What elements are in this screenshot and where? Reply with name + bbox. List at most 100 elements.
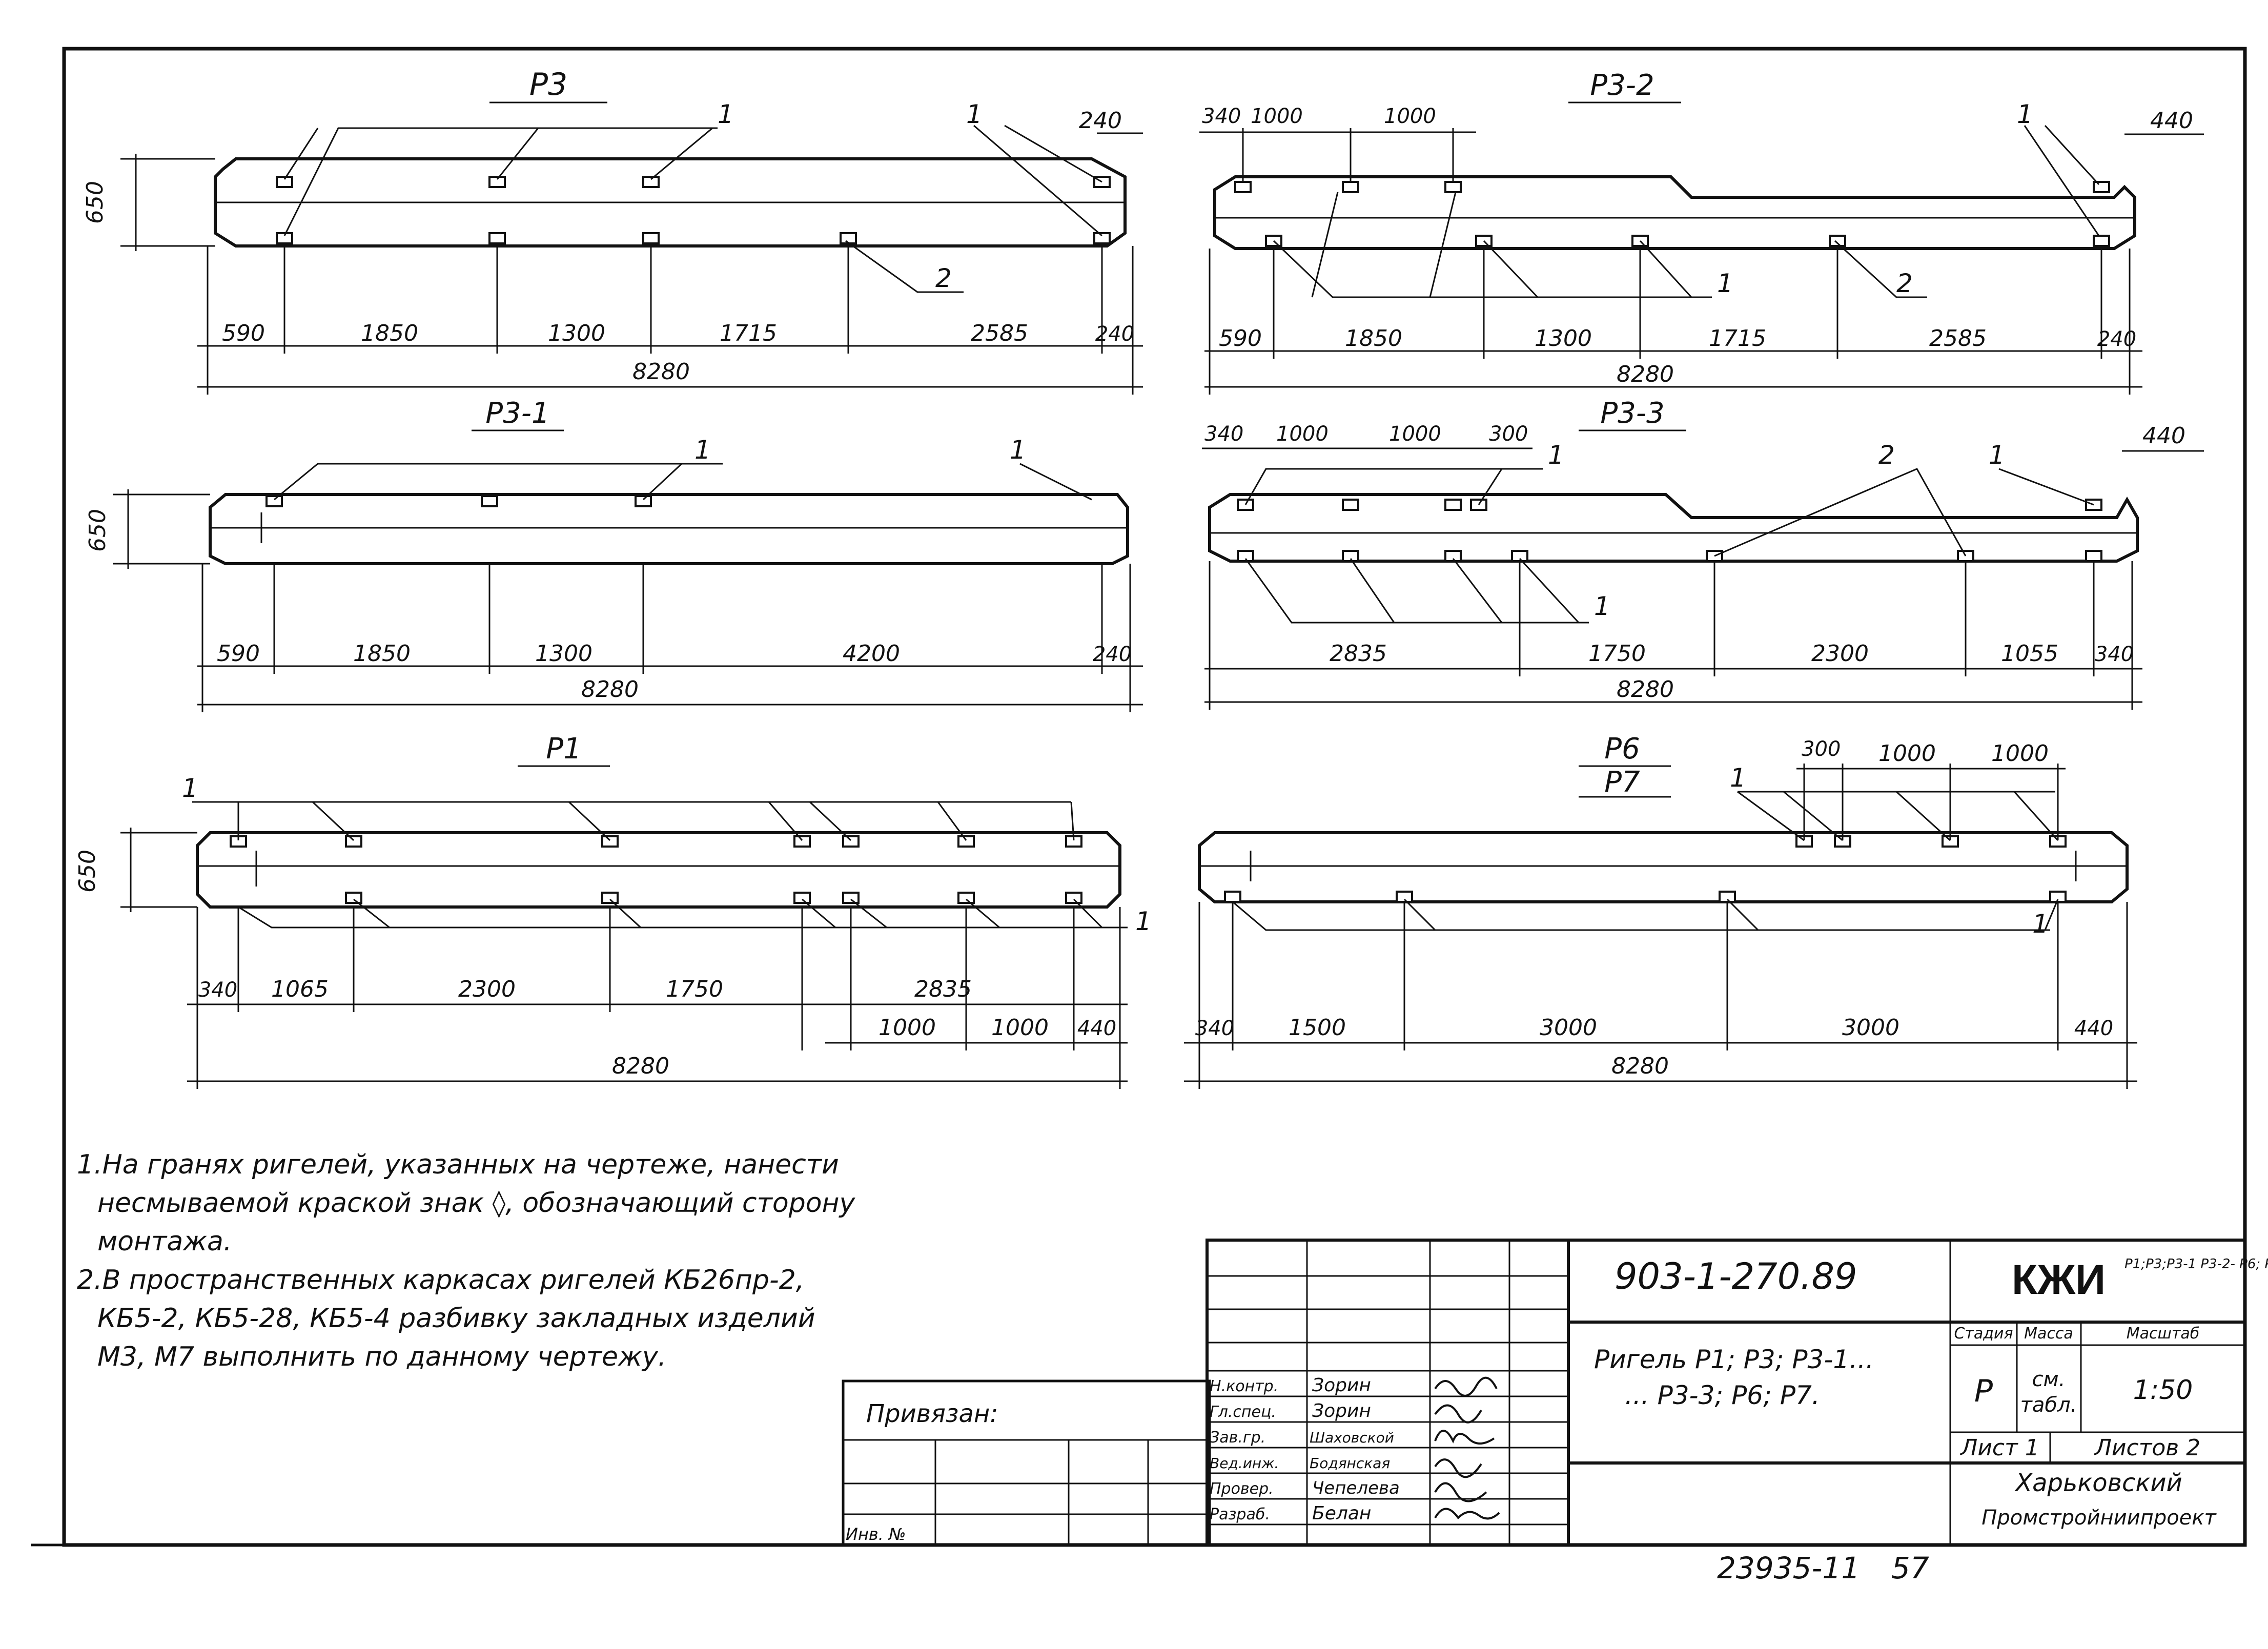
sign-role-5: Разраб. bbox=[1210, 1506, 1270, 1523]
sheets-label: Листов 2 bbox=[2094, 1435, 2200, 1461]
mass-value-2: табл. bbox=[2020, 1393, 2077, 1417]
sign-role-3: Вед.инж. bbox=[1210, 1455, 1279, 1472]
sign-name-0: Зорин bbox=[1312, 1375, 1371, 1396]
p1-sub-dim-2: 440 bbox=[1077, 1017, 1116, 1040]
p3-2-dim-5: 240 bbox=[2097, 327, 2136, 351]
p3-1-dim-0: 590 bbox=[217, 641, 260, 667]
archive-number: 23935-11 bbox=[1717, 1551, 1860, 1585]
note-line-6: М3, М7 выполнить по данному чертежу. bbox=[97, 1342, 666, 1372]
drawing-p3-1: Р3-1 1 1 650 590 1850 1300 4200 240 8280 bbox=[85, 397, 1143, 712]
p3-2-leader-2: 2 bbox=[1896, 269, 1913, 298]
p6-dim-4: 440 bbox=[2074, 1017, 2113, 1040]
p3-2-dim-0: 590 bbox=[1219, 325, 1262, 352]
description-line-2: ... Р3-3; Р6; Р7. bbox=[1625, 1380, 1820, 1410]
sign-role-2: Зав.гр. bbox=[1210, 1429, 1265, 1447]
p3-2-top-dim-2: 1000 bbox=[1384, 105, 1436, 128]
p1-height-dim: 650 bbox=[74, 850, 100, 893]
p3-2-leader-1a: 1 bbox=[1717, 269, 1733, 298]
sign-role-1: Гл.спец. bbox=[1210, 1403, 1276, 1421]
p3-3-top-right: 440 bbox=[2142, 423, 2185, 449]
sign-role-0: Н.контр. bbox=[1210, 1377, 1278, 1395]
inv-number-label: Инв. № bbox=[846, 1524, 906, 1544]
p3-dim-0: 590 bbox=[222, 320, 265, 346]
p3-3-leader-1a: 1 bbox=[1548, 440, 1564, 470]
p3-2-total: 8280 bbox=[1617, 361, 1674, 387]
p3-dim-2: 1300 bbox=[548, 320, 605, 346]
p7-title: Р7 bbox=[1604, 766, 1640, 799]
p1-plates-bottom bbox=[345, 892, 1082, 904]
p3-1-dim-4: 240 bbox=[1093, 643, 1132, 666]
p1-dim-2: 2300 bbox=[458, 976, 516, 1002]
p3-1-leader-1b: 1 bbox=[1010, 435, 1026, 465]
p1-dim-4: 2835 bbox=[914, 976, 972, 1002]
p3-leader-1b: 1 bbox=[966, 99, 983, 129]
p3-3-top-dim-2: 1000 bbox=[1389, 422, 1441, 446]
note-line-5: КБ5-2, КБ5-28, КБ5-4 разбивку закладных … bbox=[97, 1303, 815, 1334]
sign-name-1: Зорин bbox=[1312, 1400, 1371, 1421]
p3-3-dim-2: 2300 bbox=[1811, 641, 1869, 667]
p3-2-dim-3: 1715 bbox=[1709, 325, 1766, 352]
doc-number: 903-1-270.89 bbox=[1615, 1255, 1857, 1297]
p3-3-top-dim-3: 300 bbox=[1489, 422, 1528, 446]
organization-line-1: Харьковский bbox=[2014, 1469, 2182, 1497]
p3-3-dim-1: 1750 bbox=[1588, 641, 1646, 667]
p6-top-dim-0: 300 bbox=[1802, 737, 1841, 761]
p1-dim-1: 1065 bbox=[271, 976, 329, 1002]
p3-2-top-dim-1: 1000 bbox=[1251, 105, 1303, 128]
p6-dim-0: 340 bbox=[1195, 1017, 1234, 1040]
p3-dim-3: 1715 bbox=[720, 320, 777, 346]
p3-2-dim-4: 2585 bbox=[1929, 325, 1987, 352]
p3-2-title: Р3-2 bbox=[1590, 69, 1654, 102]
p1-title: Р1 bbox=[546, 732, 581, 766]
p3-1-total: 8280 bbox=[581, 676, 639, 703]
mass-header: Масса bbox=[2024, 1325, 2073, 1343]
drawing-p3-2: Р3-2 1 2 1 340 1000 1000 440 bbox=[1199, 69, 2204, 395]
p3-3-leader-2: 2 bbox=[1878, 440, 1895, 470]
note-line-1: 1.На гранях ригелей, указанных на чертеж… bbox=[77, 1149, 839, 1180]
p6-total: 8280 bbox=[1611, 1053, 1669, 1079]
p3-title: Р3 bbox=[529, 67, 567, 102]
p3-total: 8280 bbox=[632, 359, 690, 385]
sign-role-4: Провер. bbox=[1210, 1480, 1274, 1498]
p6-dim-3: 3000 bbox=[1842, 1015, 1899, 1041]
note-line-4: 2.В пространственных каркасах ригелей КБ… bbox=[77, 1265, 804, 1295]
p3-3-total: 8280 bbox=[1617, 676, 1674, 703]
note-line-3: монтажа. bbox=[97, 1226, 232, 1257]
sign-name-5: Белан bbox=[1312, 1503, 1371, 1524]
p3-2-dim-1: 1850 bbox=[1345, 325, 1402, 352]
sign-name-4: Чепелева bbox=[1312, 1478, 1400, 1498]
p3-3-title: Р3-3 bbox=[1600, 397, 1664, 430]
p3-2-leader-1b: 1 bbox=[2017, 99, 2033, 129]
drawing-p1: Р1 1 bbox=[74, 732, 1152, 1089]
p1-plates-top bbox=[230, 835, 1082, 848]
drawing-p3-3: Р3-3 1 1 2 1 340 1000 1000 300 440 bbox=[1202, 397, 2204, 710]
stage-header: Стадия bbox=[1954, 1325, 2013, 1343]
p3-3-top-dim-1: 1000 bbox=[1276, 422, 1329, 446]
drawing-p3: Р3 1 1 2 240 650 bbox=[82, 67, 1143, 395]
p3-2-top-right: 440 bbox=[2150, 108, 2193, 134]
p3-3-leader-1b: 1 bbox=[1594, 591, 1610, 621]
note-line-2: несмываемой краской знак ◊, обозначающий… bbox=[97, 1188, 856, 1219]
doc-code: КЖИ bbox=[2012, 1256, 2106, 1303]
p3-3-leader-1c: 1 bbox=[1989, 440, 2005, 470]
doc-code-refs: Р1;Р3;Р3-1 Р3-2- Р6; Р7 bbox=[2124, 1256, 2268, 1272]
p3-1-dim-1: 1850 bbox=[353, 641, 411, 667]
p3-leader-1: 1 bbox=[718, 99, 734, 129]
attached-label: Привязан: bbox=[866, 1399, 998, 1428]
p3-top-dim: 240 bbox=[1079, 108, 1122, 134]
scale-value: 1:50 bbox=[2133, 1375, 2193, 1406]
page-number: 57 bbox=[1891, 1551, 1929, 1585]
p6-top-dim-2: 1000 bbox=[1991, 740, 2049, 767]
title-block: 903-1-270.89 КЖИ Р1;Р3;Р3-1 Р3-2- Р6; Р7… bbox=[1205, 1239, 2268, 1547]
p3-leader-2: 2 bbox=[935, 263, 952, 293]
p1-sub-dim-1: 1000 bbox=[991, 1015, 1049, 1041]
p3-2-top-dim-0: 340 bbox=[1202, 105, 1241, 128]
p3-dim-1: 1850 bbox=[361, 320, 418, 346]
p3-dim-5: 240 bbox=[1095, 322, 1134, 346]
organization-line-2: Промстройниипроект bbox=[1981, 1506, 2217, 1530]
description-line-1: Ригель Р1; Р3; Р3-1... bbox=[1594, 1345, 1874, 1374]
stage-value: Р bbox=[1974, 1373, 1993, 1409]
p3-1-title: Р3-1 bbox=[485, 397, 549, 430]
p3-1-leader-1a: 1 bbox=[694, 435, 711, 465]
